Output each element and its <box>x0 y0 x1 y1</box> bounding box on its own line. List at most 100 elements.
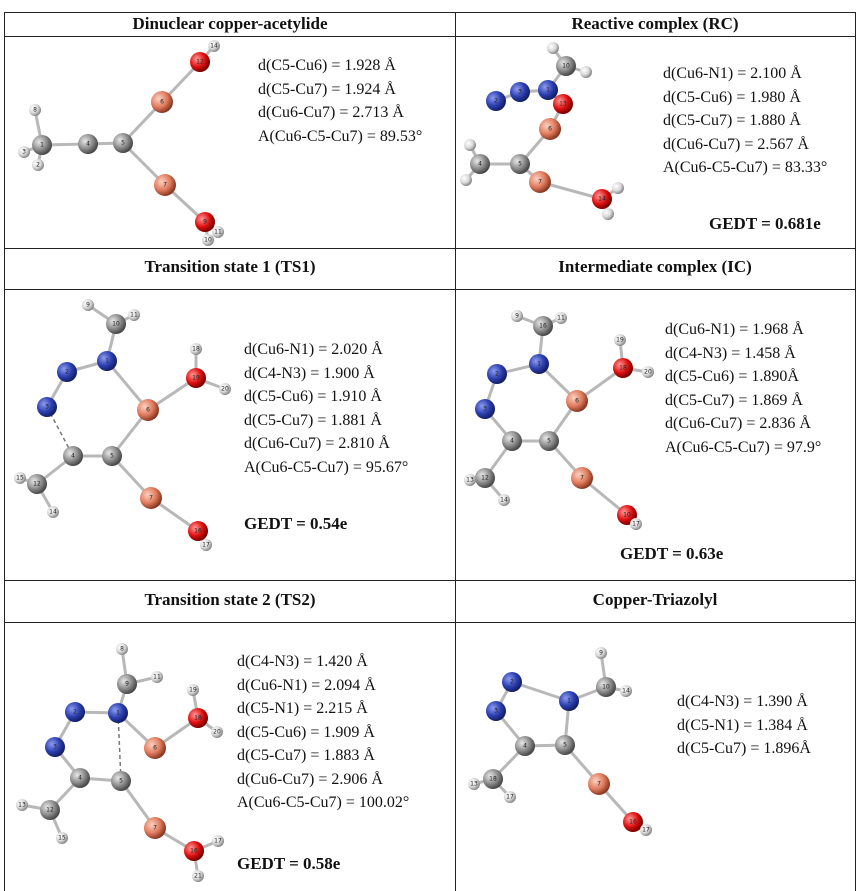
svg-text:10: 10 <box>112 321 120 328</box>
svg-text:16: 16 <box>539 323 547 330</box>
param-line: d(C5-Cu7) = 1.896Å <box>677 740 811 757</box>
svg-text:11: 11 <box>557 315 565 322</box>
rc-atom-o: 13 <box>553 94 573 114</box>
triazolyl-atom-c: 18 <box>483 769 503 789</box>
panel-title-ts1: Transition state 1 (TS1) <box>144 257 316 276</box>
ts2-atom-c: 12 <box>40 800 60 820</box>
param-line: d(C5-Cu7) = 1.880 Å <box>663 112 801 129</box>
ts2-atom-h: 20 <box>211 726 223 738</box>
param-line: d(Cu6-Cu7) = 2.713 Å <box>258 104 404 121</box>
ic-atom-c: 5 <box>539 431 559 451</box>
svg-text:7: 7 <box>597 781 601 788</box>
svg-text:10: 10 <box>602 684 610 691</box>
ic-atom-h: 13 <box>464 474 476 486</box>
svg-text:5: 5 <box>121 140 125 147</box>
param-line: d(C5-Cu6) = 1.928 Å <box>258 57 396 74</box>
svg-text:1: 1 <box>116 710 120 717</box>
ts2-atom-h: 8 <box>116 643 128 655</box>
gedt-ts1: GEDT = 0.54e <box>244 514 348 533</box>
svg-text:1: 1 <box>105 358 109 365</box>
svg-text:16: 16 <box>194 528 202 535</box>
param-line: A(Cu6-C5-Cu7) = 97.9° <box>665 438 822 456</box>
svg-text:11: 11 <box>153 674 161 681</box>
ts2-atom-c: 4 <box>70 768 90 788</box>
svg-text:2: 2 <box>494 98 498 105</box>
svg-text:10: 10 <box>204 237 212 244</box>
svg-text:11: 11 <box>130 312 138 319</box>
ts1-atom-cu: 6 <box>137 399 159 421</box>
ic-atom-c: 16 <box>533 316 553 336</box>
svg-text:12: 12 <box>196 59 204 66</box>
param-line: d(Cu6-N1) = 2.100 Å <box>663 65 802 82</box>
triazolyl-atom-c: 10 <box>596 677 616 697</box>
svg-text:11: 11 <box>214 229 222 236</box>
svg-text:1: 1 <box>567 698 571 705</box>
svg-text:15: 15 <box>16 475 24 482</box>
triazolyl-atom-n: 2 <box>502 672 522 692</box>
svg-text:19: 19 <box>616 337 624 344</box>
ts1-atom-h: 18 <box>190 343 202 355</box>
svg-text:21: 21 <box>194 873 202 880</box>
dinuclear-atom-cu: 7 <box>154 174 176 196</box>
svg-text:8: 8 <box>120 646 124 653</box>
triazolyl-atom-h: 14 <box>620 685 632 697</box>
dinuclear-atom-h: 3 <box>18 146 30 158</box>
svg-text:14: 14 <box>500 497 508 504</box>
svg-text:7: 7 <box>163 182 167 189</box>
svg-text:18: 18 <box>194 715 202 722</box>
svg-text:10: 10 <box>623 512 631 519</box>
rc-atom-h <box>464 139 476 151</box>
svg-text:15: 15 <box>58 835 66 842</box>
ts2-atom-h: 13 <box>16 799 28 811</box>
svg-text:4: 4 <box>71 453 75 460</box>
triazolyl-atom-cu: 7 <box>588 773 610 795</box>
ts1-atom-o: 16 <box>188 521 208 541</box>
svg-text:6: 6 <box>575 398 579 405</box>
param-line: d(C4-N3) = 1.900 Å <box>244 364 375 382</box>
panel-title-ts2: Transition state 2 (TS2) <box>144 590 316 609</box>
svg-text:9: 9 <box>599 650 603 657</box>
triazolyl-atom-n: 3 <box>486 701 506 721</box>
param-line: d(C4-N3) = 1.458 Å <box>665 344 796 362</box>
param-line: A(Cu6-C5-Cu7) = 100.02° <box>237 794 410 811</box>
svg-text:18: 18 <box>619 365 627 372</box>
params-triazolyl: d(C4-N3) = 1.390 Å d(C5-N1) = 1.384 Å d(… <box>677 690 811 761</box>
svg-text:14: 14 <box>622 688 630 695</box>
svg-text:9: 9 <box>203 219 207 226</box>
param-line: d(Cu6-N1) = 2.020 Å <box>244 341 383 358</box>
ts1-atom-n: 2 <box>57 362 77 382</box>
table-border <box>4 12 5 891</box>
ts2-atom-cu: 7 <box>144 817 166 839</box>
gedt-ic: GEDT = 0.63e <box>620 544 724 563</box>
svg-text:5: 5 <box>110 453 114 460</box>
dinuclear-atom-c: 1 <box>32 135 52 155</box>
param-line: A(Cu6-C5-Cu7) = 95.67° <box>244 458 409 476</box>
ts1-atom-n: 1 <box>97 351 117 371</box>
svg-text:20: 20 <box>221 386 229 393</box>
params-ic: d(Cu6-N1) = 1.968 Å d(C4-N3) = 1.458 Å d… <box>665 318 821 459</box>
rc-atom-h <box>460 174 472 186</box>
rc-atom-h <box>602 208 614 220</box>
ts1-atom-h: 11 <box>128 309 140 321</box>
rc-atom-o: 14 <box>592 189 612 209</box>
table-border <box>455 12 456 891</box>
ts2-atom-h: 11 <box>151 671 163 683</box>
param-line: d(Cu6-Cu7) = 2.836 Å <box>665 415 811 432</box>
param-line: d(Cu6-Cu7) = 2.906 Å <box>237 770 383 788</box>
svg-text:6: 6 <box>548 126 552 133</box>
svg-text:14: 14 <box>598 196 606 203</box>
svg-text:5: 5 <box>563 742 567 749</box>
svg-text:7: 7 <box>538 179 542 186</box>
param-line: A(Cu6-C5-Cu7) = 89.53° <box>258 127 423 145</box>
svg-text:16: 16 <box>190 848 198 855</box>
ts1-atom-c: 12 <box>27 474 47 494</box>
svg-text:6: 6 <box>146 407 150 414</box>
svg-text:4: 4 <box>86 141 90 148</box>
ts1-atom-h: 17 <box>200 539 212 551</box>
table-border <box>4 580 855 581</box>
ic-atom-h: 9 <box>511 310 523 322</box>
svg-text:2: 2 <box>510 679 514 686</box>
svg-text:17: 17 <box>214 838 222 845</box>
